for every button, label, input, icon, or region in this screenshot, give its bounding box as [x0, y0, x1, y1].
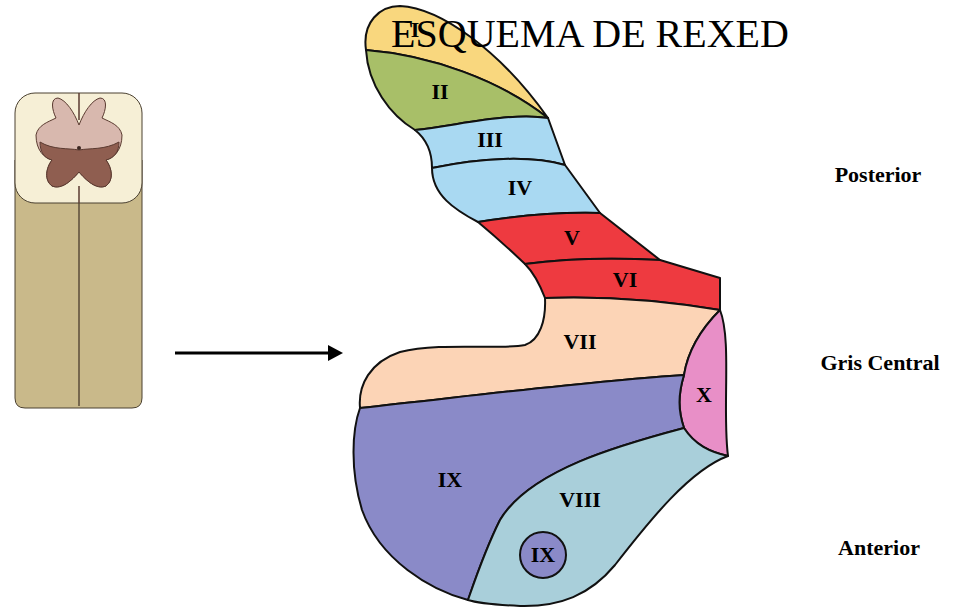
lamina-number: II — [431, 80, 448, 104]
title-holder: ESQUEMA DE REXED — [391, 12, 789, 56]
arrow-head — [328, 345, 343, 361]
lamina-number: V — [564, 226, 580, 250]
diagram-title: ESQUEMA DE REXED — [391, 12, 789, 56]
label-holder: IV — [508, 176, 532, 200]
lamina-number: VIII — [559, 488, 601, 512]
region-shape — [478, 213, 660, 264]
region-label: Anterior — [838, 536, 920, 560]
lamina-number: III — [477, 128, 503, 152]
central-canal — [77, 146, 81, 150]
label-holder: Anterior — [838, 536, 920, 560]
label-holder: VI — [613, 268, 637, 292]
label-holder: V — [564, 226, 580, 250]
dorsal-septum — [78, 93, 80, 120]
median-fissure — [78, 200, 80, 406]
lamina-number: I — [411, 18, 420, 42]
label-holder: Gris Central — [820, 351, 939, 375]
region-label: Gris Central — [820, 351, 939, 375]
label-holder: IX — [438, 468, 462, 492]
label-holder: II — [431, 80, 448, 104]
label-holder: VII — [563, 330, 596, 354]
cord-white-matter — [15, 93, 142, 203]
lamina-number: IX — [531, 543, 555, 567]
label-holder: IX — [531, 543, 555, 567]
lamina-number: VII — [563, 330, 596, 354]
region-outline — [465, 425, 731, 610]
label-holder: X — [696, 383, 712, 407]
lamina-region: VIII IX — [465, 425, 731, 610]
label-holder: VIII — [559, 488, 601, 512]
lamina-number: IV — [508, 176, 532, 200]
lamina-number: X — [696, 383, 712, 407]
region-shape — [520, 532, 566, 578]
region-label: Posterior — [835, 163, 922, 187]
region-shape — [468, 428, 728, 606]
ventral-fissure — [78, 186, 80, 203]
label-holder: I — [411, 18, 420, 42]
label-holder: Posterior — [835, 163, 922, 187]
lamina-number: VI — [613, 268, 637, 292]
label-holder: III — [477, 128, 503, 152]
motor-nucleus-circle: IX — [517, 529, 569, 581]
cord-ventral-gray — [40, 142, 119, 187]
pointer-arrow — [175, 352, 330, 355]
lamina-number: IX — [438, 468, 462, 492]
